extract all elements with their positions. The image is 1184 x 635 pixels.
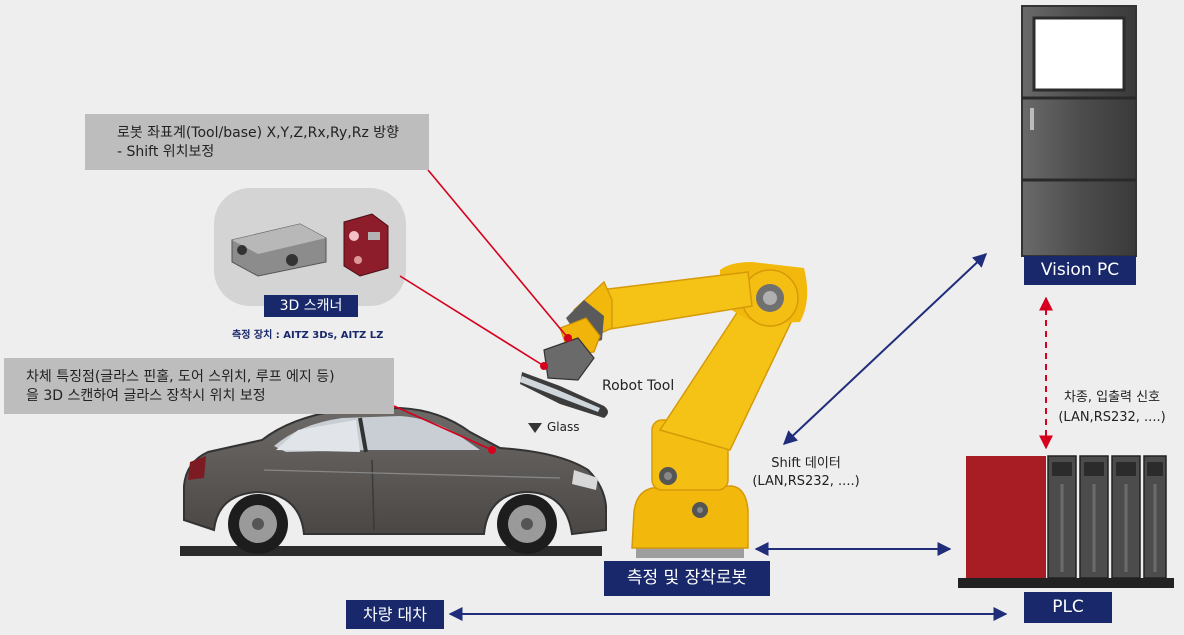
robot-arm bbox=[520, 262, 808, 549]
robot-tool-label: Robot Tool bbox=[602, 378, 675, 394]
signals-line1: 차종, 입출력 신호 bbox=[1063, 390, 1161, 405]
cart-platform bbox=[180, 546, 602, 556]
plc-badge: PLC bbox=[1024, 592, 1112, 623]
vision-pc-badge: Vision PC bbox=[1024, 256, 1136, 285]
glass-marker-icon bbox=[528, 423, 542, 433]
cart-badge: 차량 대차 bbox=[346, 600, 444, 629]
callout-body-features-line1: 차체 특징점(글라스 핀홀, 도어 스위치, 루프 에지 등) bbox=[26, 369, 335, 385]
callout-robot-coordinates-line2: - Shift 위치보정 bbox=[117, 144, 215, 160]
scanner-device-text: 측정 장치 : AITZ 3Ds, AITZ LZ bbox=[232, 330, 384, 341]
signals-line2: (LAN,RS232, ....) bbox=[1058, 410, 1166, 425]
arrow-robot-visionpc bbox=[782, 253, 988, 445]
robot-badge: 측정 및 장착로봇 bbox=[604, 561, 770, 596]
shift-data-line1: Shift 데이터 bbox=[771, 456, 841, 471]
scanner-title-badge: 3D 스캐너 bbox=[264, 295, 358, 317]
leader-dot-car bbox=[488, 446, 496, 454]
callout-body-features-line2: 을 3D 스캔하여 글라스 장착시 위치 보정 bbox=[26, 388, 266, 404]
car-illustration bbox=[183, 406, 607, 554]
scanner-devices bbox=[231, 213, 389, 277]
leader-dot-tool bbox=[564, 334, 572, 342]
leader-dot-scanner bbox=[540, 362, 548, 370]
vision-pc-cabinet bbox=[1021, 5, 1137, 257]
robot-base-plate bbox=[636, 548, 744, 558]
shift-data-label: Shift 데이터 (LAN,RS232, ....) bbox=[746, 455, 866, 491]
leader-lines bbox=[393, 169, 569, 451]
shift-data-line2: (LAN,RS232, ....) bbox=[752, 474, 860, 489]
callout-robot-coordinates: 로봇 좌표계(Tool/base) X,Y,Z,Rx,Ry,Rz 방향 - Sh… bbox=[85, 114, 429, 170]
callout-robot-coordinates-line1: 로봇 좌표계(Tool/base) X,Y,Z,Rx,Ry,Rz 방향 bbox=[117, 125, 400, 141]
callout-body-features: 차체 특징점(글라스 핀홀, 도어 스위치, 루프 에지 등) 을 3D 스캔하… bbox=[4, 358, 394, 414]
signals-label: 차종, 입출력 신호 (LAN,RS232, ....) bbox=[1052, 388, 1172, 428]
plc-rack bbox=[958, 455, 1174, 588]
glass-label: Glass bbox=[547, 420, 580, 434]
